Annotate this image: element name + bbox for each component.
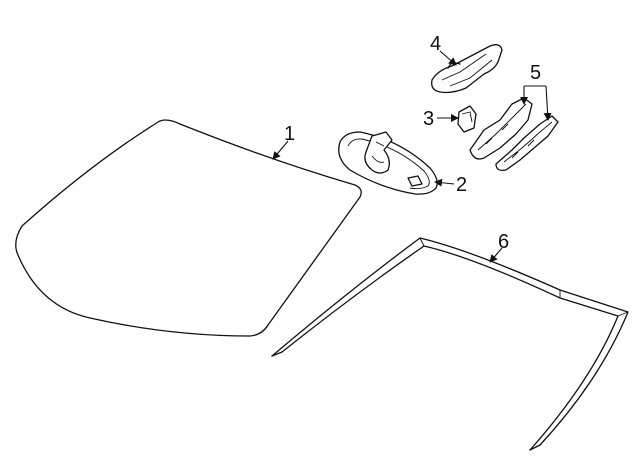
callout-leaders <box>272 50 552 263</box>
callout-1: 1 <box>284 123 295 145</box>
windshield-molding <box>271 237 629 451</box>
trim-cover-left <box>469 97 533 160</box>
rearview-mirror <box>338 131 438 195</box>
callout-6: 6 <box>498 231 509 253</box>
callout-3: 3 <box>423 108 434 130</box>
mirror-clip <box>457 105 477 133</box>
callout-2: 2 <box>456 174 467 196</box>
callout-4: 4 <box>430 33 441 55</box>
mirror-cover <box>431 44 503 94</box>
windshield-glass <box>15 119 362 337</box>
trim-cover-right <box>495 115 559 172</box>
callout-5: 5 <box>530 62 541 84</box>
